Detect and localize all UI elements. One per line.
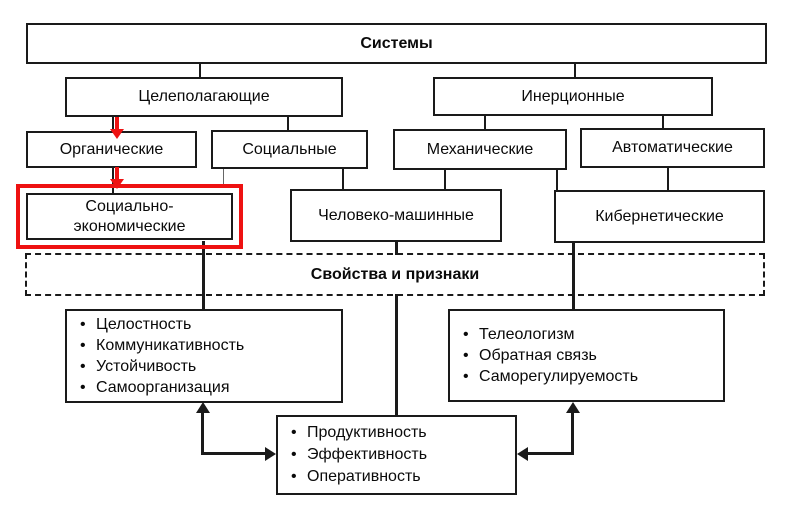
list-box-inertial-properties: • Телеологизм • Обратная связь • Саморегулиру…: [448, 309, 725, 402]
connector-inertial-mechanical: [484, 116, 486, 129]
list-item-label: Оперативность: [307, 468, 421, 485]
connector-goal-organic: [112, 117, 114, 131]
node-goal-oriented: Целеполагающие: [65, 77, 343, 117]
arrow-shaft-left-vertical: [201, 411, 204, 455]
list-item: • Самоорганизация: [80, 377, 337, 398]
list-item-label: Обратная связь: [479, 347, 597, 364]
list-item-label: Устойчивость: [96, 358, 197, 375]
connector-socio-economic-goal-properties: [202, 241, 205, 310]
connector-mechanical-human-machine: [444, 170, 446, 189]
list-item-label: Целостность: [96, 316, 192, 333]
node-social: Социальные: [211, 130, 368, 169]
bullet-icon: •: [291, 424, 297, 441]
highlight-frame-red: [16, 184, 243, 249]
node-automatic: Автоматические: [580, 128, 765, 168]
connector-systems-goal-oriented: [199, 64, 201, 77]
connector-systems-inertial: [574, 64, 576, 77]
list-item: • Устойчивость: [80, 356, 337, 377]
list-box-goal-properties: • Целостность • Коммуникативность • Устойчиво…: [65, 309, 343, 403]
arrow-shaft-right-horizontal: [526, 452, 574, 455]
node-socio-economic: Социально-экономические: [26, 193, 233, 240]
list-item-label: Самоорганизация: [96, 379, 230, 396]
node-inertial: Инерционные: [433, 77, 713, 116]
list-item-label: Саморегулируемость: [479, 368, 639, 385]
red-arrow-organic-to-socio-economic-shaft: [115, 167, 119, 180]
arrow-shaft-right-vertical: [571, 411, 574, 455]
list-item: • Оперативность: [291, 466, 511, 488]
list-item: • Эффективность: [291, 444, 511, 466]
list-item-label: Продуктивность: [307, 424, 427, 441]
bullet-icon: •: [80, 316, 86, 333]
connector-human-machine-shared-properties: [395, 242, 398, 416]
node-socio-economic-label: Социально-экономические: [73, 197, 186, 235]
node-human-machine: Человеко-машинные: [290, 189, 502, 242]
list-item: • Обратная связь: [463, 345, 719, 366]
arrowhead-right-into-shared-properties: [265, 447, 276, 461]
bullet-icon: •: [463, 368, 469, 385]
bullet-icon: •: [463, 347, 469, 364]
arrowhead-left-into-shared-properties: [517, 447, 528, 461]
arrowhead-up-into-inertial-properties: [566, 402, 580, 413]
list-item-label: Эффективность: [307, 446, 428, 463]
list-item-label: Коммуникативность: [96, 337, 245, 354]
list-box-shared-properties: • Продуктивность • Эффективность • Оперативно…: [276, 415, 517, 495]
arrow-shaft-left-horizontal: [201, 452, 267, 455]
properties-band: Свойства и признаки: [25, 253, 765, 296]
bullet-icon: •: [463, 326, 469, 343]
bullet-icon: •: [291, 468, 297, 485]
node-mechanical: Механические: [393, 129, 567, 170]
node-cybernetic: Кибернетические: [554, 190, 765, 243]
list-item: • Целостность: [80, 314, 337, 335]
list-item: • Коммуникативность: [80, 335, 337, 356]
bullet-icon: •: [80, 358, 86, 375]
connector-social-human-machine: [342, 169, 344, 189]
node-systems: Системы: [26, 23, 767, 64]
bullet-icon: •: [291, 446, 297, 463]
connector-cybernetic-inertial-properties: [572, 243, 575, 310]
connector-automatic-cybernetic: [667, 168, 669, 190]
red-arrow-goal-to-organic-shaft: [115, 117, 119, 131]
list-item: • Саморегулируемость: [463, 366, 719, 387]
connector-social-socio-economic: [223, 169, 224, 184]
red-arrow-organic-to-socio-economic-head: [110, 179, 124, 189]
bullet-icon: •: [80, 337, 86, 354]
connector-mechanical-cybernetic: [556, 170, 558, 190]
red-arrow-goal-to-organic-head: [110, 129, 124, 139]
properties-band-label: Свойства и признаки: [298, 255, 492, 294]
list-item: • Продуктивность: [291, 422, 511, 444]
bullet-icon: •: [80, 379, 86, 396]
connector-goal-social: [287, 117, 289, 130]
list-item: • Телеологизм: [463, 324, 719, 345]
connector-inertial-automatic: [662, 116, 664, 128]
arrowhead-up-into-goal-properties: [196, 402, 210, 413]
list-item-label: Телеологизм: [479, 326, 575, 343]
